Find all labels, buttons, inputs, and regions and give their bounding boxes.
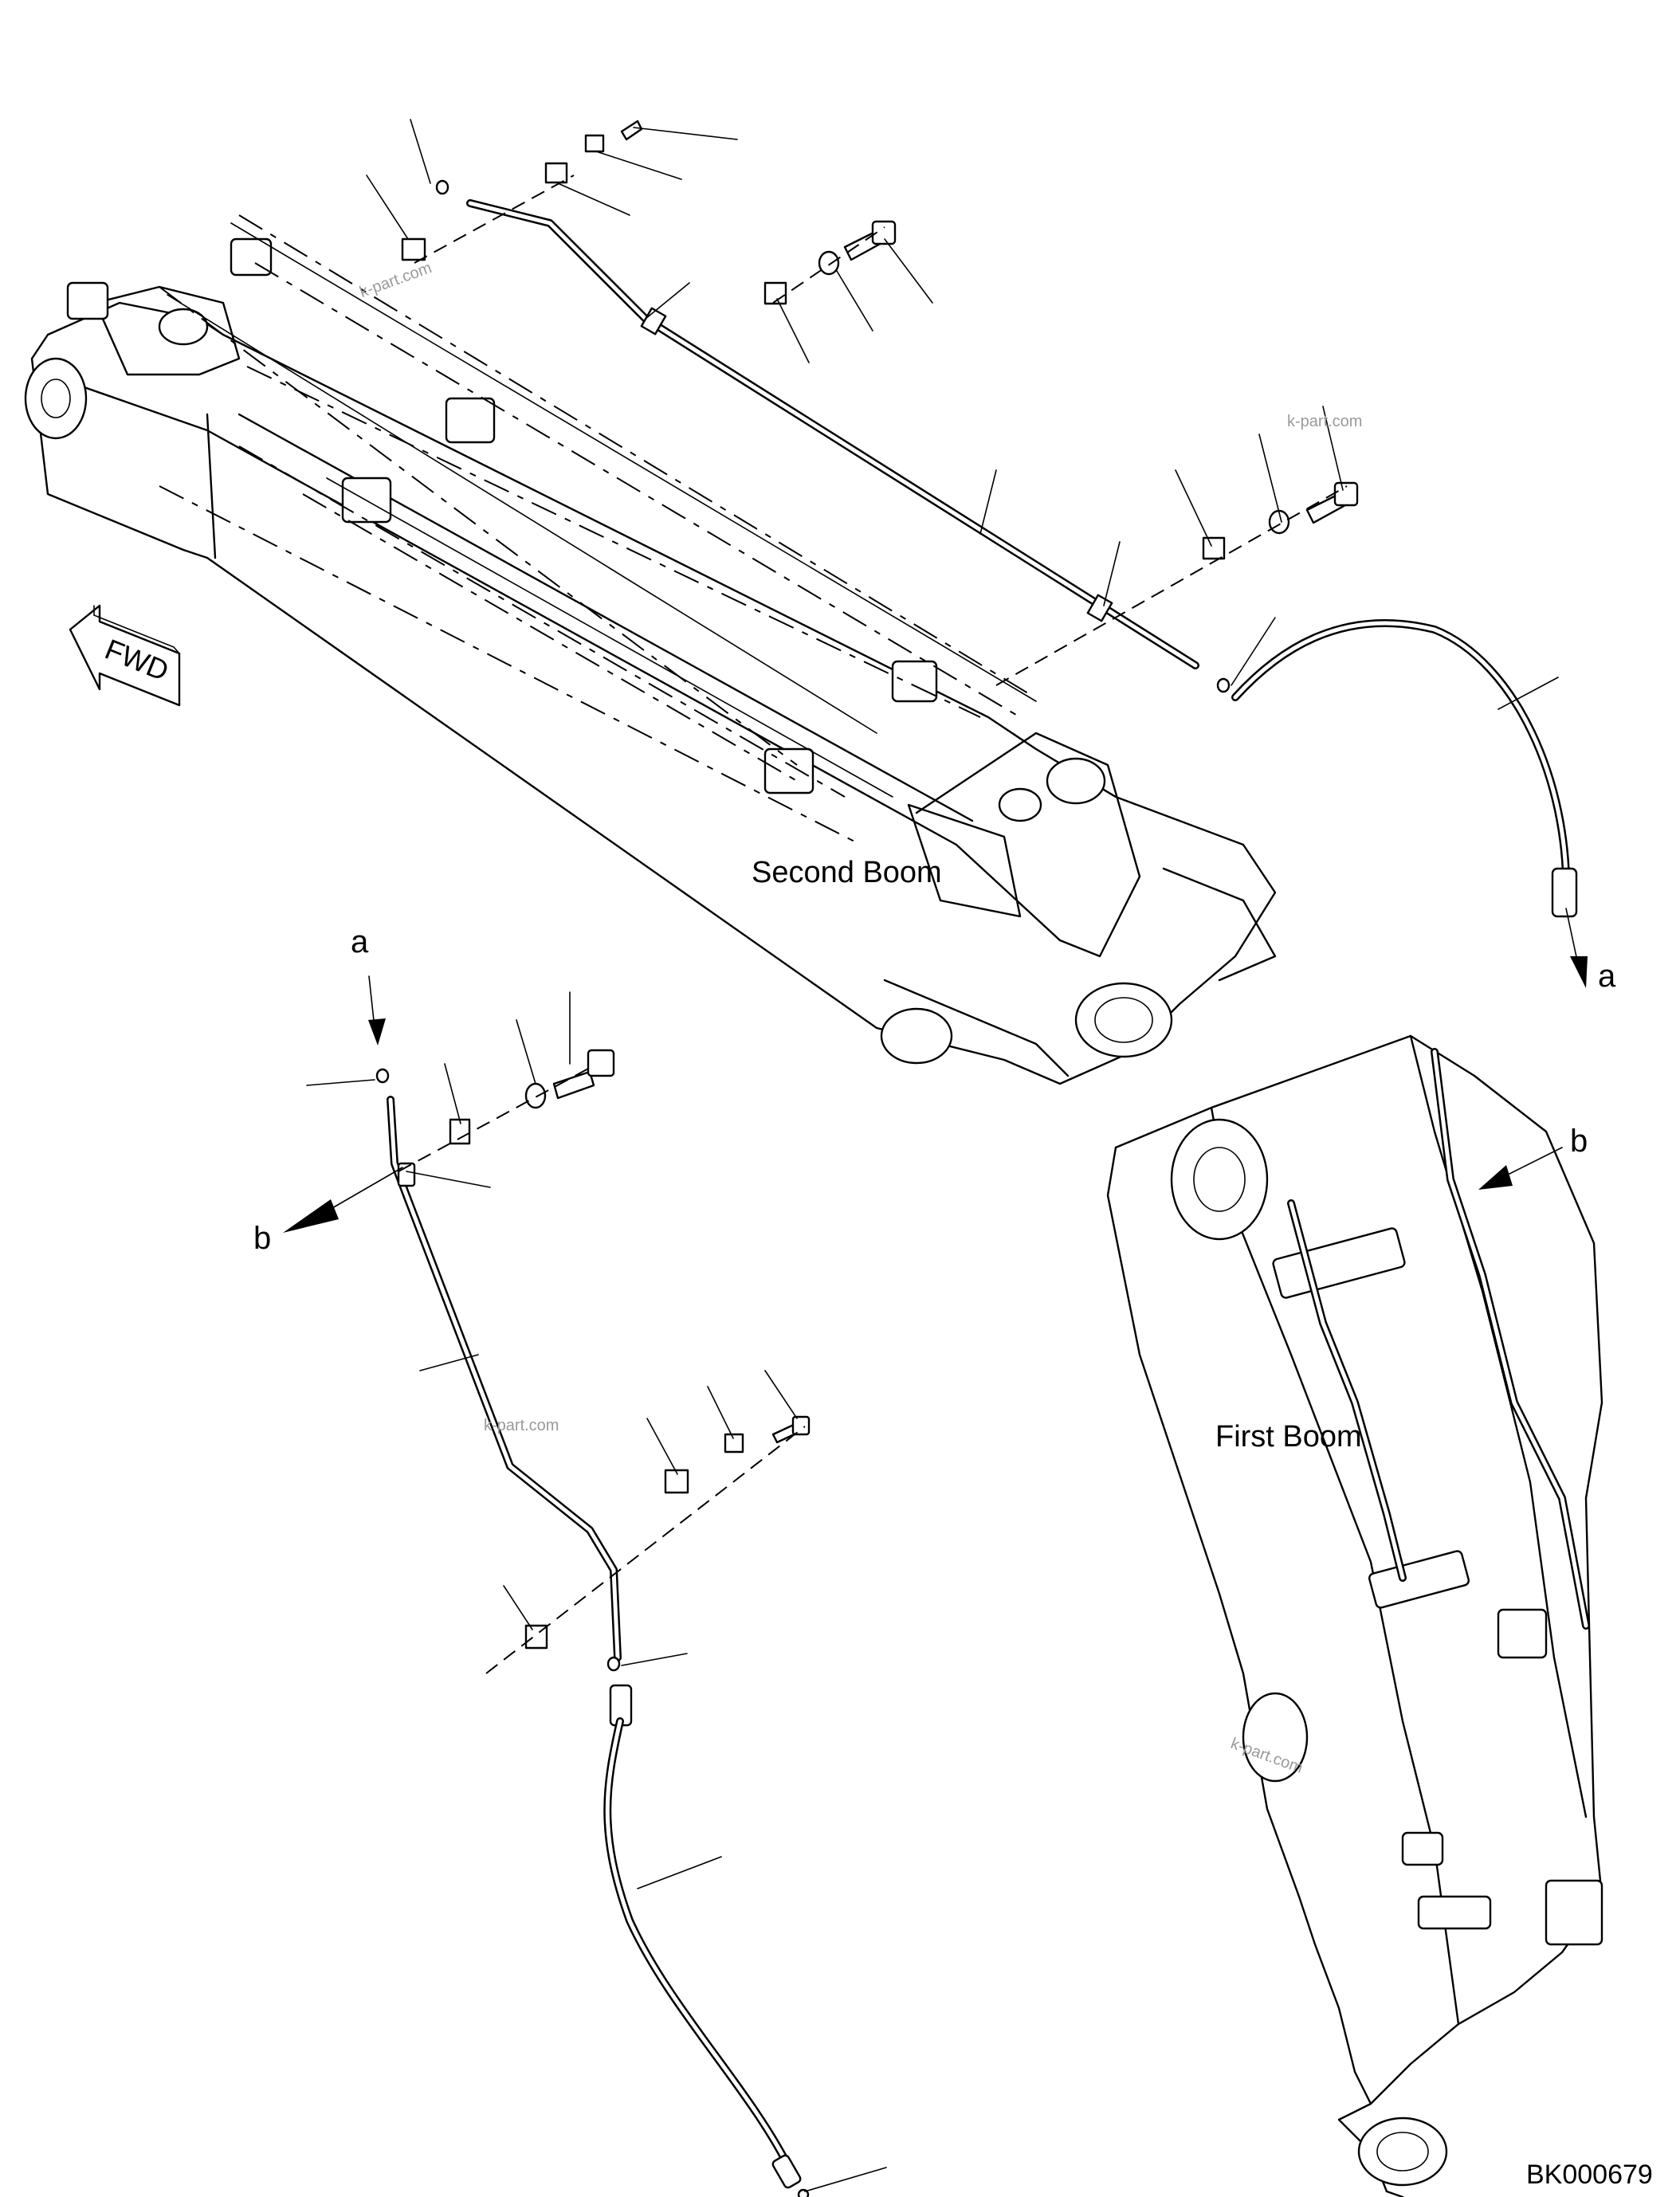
connector-a-bottom-label: a [1598,959,1616,994]
fwd-arrow-icon: FWD [69,604,181,707]
arrow-a-left-icon [368,1018,386,1046]
watermark: k-part.com [357,259,434,301]
second-boom-label: Second Boom [752,856,942,889]
connector-a-top-label: a [351,924,369,959]
watermark: k-part.com [484,1417,559,1434]
arrow-a-right-icon [1570,956,1588,988]
figure-id: BK000679 [1526,2160,1653,2190]
first-boom [1106,1034,1603,2197]
watermark: k-part.com [1287,413,1362,430]
first-boom-label: First Boom [1215,1420,1362,1454]
second-boom-lines [159,214,1037,845]
connector-b-right-label: b [1570,1124,1588,1159]
upper-pipe-assembly [401,120,1578,918]
connector-arrows [283,908,1588,1233]
lower-pipe-assembly [375,1049,811,2197]
second-boom [24,237,1277,1085]
arrow-b-right-icon [1478,1165,1513,1190]
upper-leaders [366,119,1559,710]
connector-b-left-label: b [253,1221,271,1256]
arrow-b-left-icon [283,1199,339,1233]
lower-leaders [306,991,887,2192]
